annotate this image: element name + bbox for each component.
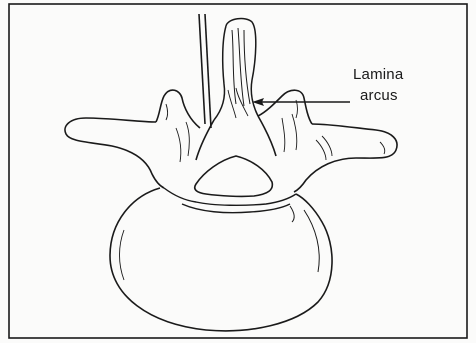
annotation-label-line1: Lamina	[353, 67, 403, 83]
spinous-process	[214, 19, 258, 120]
needle	[199, 14, 211, 128]
vertebral-arch	[65, 90, 397, 192]
figure-border	[9, 4, 467, 338]
annotation-label-line2: arcus	[360, 88, 398, 104]
lamina-leader-line	[252, 98, 350, 106]
vertebral-foramen	[195, 156, 273, 196]
pedicles	[164, 188, 296, 213]
vertebral-body	[110, 188, 332, 331]
